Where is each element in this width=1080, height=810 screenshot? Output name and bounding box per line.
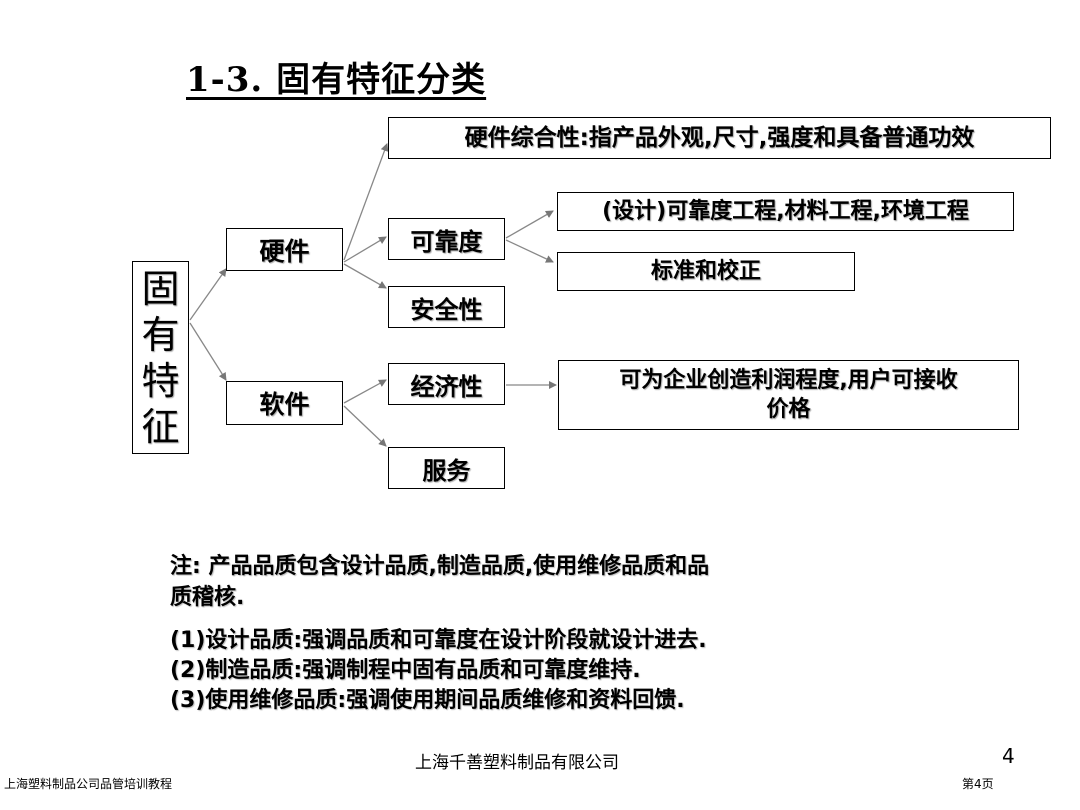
footer-page-number: 4	[1002, 744, 1015, 768]
node-reliability-engineering: (设计)可靠度工程,材料工程,环境工程	[557, 192, 1014, 231]
node-software: 软件	[226, 381, 343, 425]
node-service: 服务	[388, 447, 505, 489]
arrow-hardware-safety	[343, 263, 387, 289]
root-char: 有	[141, 312, 180, 357]
node-economy-value: 可为企业创造利润程度,用户可接收 价格	[558, 360, 1019, 430]
arrow-root-software	[189, 322, 227, 381]
arrow-reliability-engineering	[505, 210, 554, 239]
note-line-2: 质稽核.	[170, 585, 245, 610]
node-reliability-label: 可靠度	[410, 227, 483, 256]
node-economy: 经济性	[388, 363, 505, 405]
footer-company: 上海千善塑料制品有限公司	[415, 753, 619, 773]
root-node-inherent-characteristics: 固 有 特 征	[132, 261, 189, 454]
arrow-hardware-general	[343, 143, 389, 261]
arrow-hardware-reliability	[343, 236, 387, 263]
node-safety-label: 安全性	[410, 295, 483, 324]
node-safety: 安全性	[388, 286, 505, 328]
root-char: 特	[141, 358, 180, 403]
node-hardware-general-label: 硬件综合性:指产品外观,尺寸,强度和具备普通功效	[464, 124, 975, 151]
note-line-1: 注: 产品品质包含设计品质,制造品质,使用维修品质和品	[170, 554, 710, 579]
node-hardware-label: 硬件	[259, 236, 310, 266]
node-service-label: 服务	[422, 456, 471, 485]
node-calibration-label: 标准和校正	[650, 259, 761, 284]
node-economy-value-line1: 可为企业创造利润程度,用户可接收	[619, 368, 958, 393]
node-calibration: 标准和校正	[557, 252, 855, 291]
note-item-3: (3)使用维修品质:强调使用期间品质维修和资料回馈.	[170, 688, 685, 713]
node-hardware-general: 硬件综合性:指产品外观,尺寸,强度和具备普通功效	[388, 117, 1051, 159]
note-item-1: (1)设计品质:强调品质和可靠度在设计阶段就设计进去.	[170, 628, 707, 653]
node-economy-value-line2: 价格	[766, 397, 811, 422]
arrow-root-hardware	[189, 268, 227, 321]
note-item-2: (2)制造品质:强调制程中固有品质和可靠度维持.	[170, 658, 641, 683]
arrow-reliability-calibration	[505, 239, 554, 263]
arrow-software-service	[343, 405, 387, 447]
footer-course: 上海塑料制品公司品管培训教程	[4, 777, 173, 791]
node-reliability: 可靠度	[388, 218, 505, 260]
footer-page-label: 第4页	[962, 777, 994, 791]
node-hardware: 硬件	[226, 228, 343, 271]
node-software-label: 软件	[259, 390, 310, 419]
root-char: 征	[141, 404, 180, 449]
root-char: 固	[141, 266, 180, 311]
node-economy-label: 经济性	[410, 372, 483, 401]
node-reliability-engineering-label: (设计)可靠度工程,材料工程,环境工程	[602, 199, 969, 224]
page-title: 1-3. 固有特征分类	[186, 60, 487, 100]
arrow-software-economy	[343, 379, 387, 404]
